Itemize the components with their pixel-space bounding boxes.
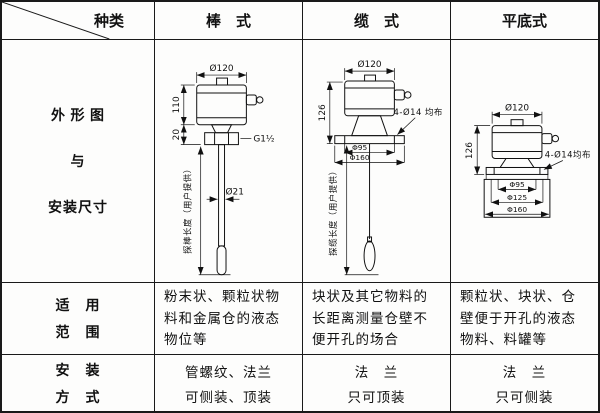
corner-cell: 种类 bbox=[2, 2, 155, 40]
rod-body-height-label: 110 bbox=[172, 96, 182, 113]
cable-flange-dia-label: Φ160 bbox=[350, 153, 370, 162]
installation-flat-line1: 法 兰 bbox=[502, 364, 547, 380]
installation-flat-cell: 法 兰 只可侧装 bbox=[451, 355, 598, 411]
cable-bolt-holes-label: 4-Ø14 均布 bbox=[394, 107, 443, 117]
flat-drawing-group: Ø120 126 4-Ø14均布 Φ95 Φ125 Φ160 bbox=[465, 103, 591, 218]
application-rod-cell: 粉末状、颗粒状物料和金属仓的液态物位等 bbox=[155, 283, 303, 355]
cable-sensor-outline bbox=[334, 74, 412, 272]
cable-probe-length-label: 探缆长度（用户提供） bbox=[328, 166, 338, 255]
cable-drawing-cell: Ø120 126 4-Ø14 均布 Φ95 Φ160 探缆长度（用户提供） bbox=[303, 40, 451, 283]
flat-dia160-label: Φ160 bbox=[507, 205, 527, 214]
application-label-line1: 适 用 bbox=[55, 299, 101, 314]
column-header-rod-label: 棒 式 bbox=[205, 14, 251, 30]
row-label-application: 适 用 范 围 bbox=[2, 283, 155, 355]
column-header-flat-label: 平底式 bbox=[501, 14, 547, 30]
application-flat-cell: 颗粒状、块状、仓壁便于开孔的液态物料、料罐等 bbox=[451, 283, 598, 355]
installation-cable-line1: 法 兰 bbox=[354, 364, 399, 380]
column-header-cable: 缆 式 bbox=[303, 2, 451, 40]
application-flat-text: 颗粒状、块状、仓壁便于开孔的液态物料、料罐等 bbox=[460, 288, 576, 348]
flat-dim-labels: Ø120 126 4-Ø14均布 Φ95 Φ125 Φ160 bbox=[465, 103, 591, 214]
application-rod-text: 粉末状、颗粒状物料和金属仓的液态物位等 bbox=[164, 288, 280, 348]
flat-body-height-label: 126 bbox=[465, 142, 475, 159]
rod-diameter-label: Ø21 bbox=[226, 186, 244, 197]
row-label-installation: 安 装 方 式 bbox=[2, 355, 155, 411]
row-label-outline: 外 形 图 与 安装尺寸 bbox=[2, 40, 155, 283]
flat-drawing-cell: Ø120 126 4-Ø14均布 Φ95 Φ125 Φ160 bbox=[451, 40, 598, 283]
application-label-line2: 范 围 bbox=[55, 326, 101, 341]
outline-label-line2: 与 bbox=[70, 155, 86, 170]
flat-dia125-label: Φ125 bbox=[507, 193, 527, 202]
application-cable-cell: 块状及其它物料的长距离测量仓壁不便开孔的场合 bbox=[303, 283, 451, 355]
installation-cable-cell: 法 兰 只可顶装 bbox=[303, 355, 451, 411]
flat-dimension-lines bbox=[474, 111, 563, 218]
cable-body-height-label: 126 bbox=[318, 104, 328, 121]
outline-label-line3: 安装尺寸 bbox=[48, 201, 108, 216]
rod-sensor-outline bbox=[196, 77, 264, 276]
flat-type-drawing: Ø120 126 4-Ø14均布 Φ95 Φ125 Φ160 bbox=[465, 103, 591, 218]
rod-nut-height-label: 20 bbox=[172, 129, 182, 141]
cable-dim-labels: Ø120 126 4-Ø14 均布 Φ95 Φ160 探缆长度（用户提供） bbox=[318, 59, 443, 256]
rod-type-drawing: Ø120 110 20 G1½ Ø21 探棒长度（用户提供） bbox=[172, 63, 275, 276]
rod-dia-top-label: Ø120 bbox=[210, 63, 234, 74]
installation-rod-line1: 管螺纹、法兰 bbox=[185, 364, 272, 380]
column-header-rod: 棒 式 bbox=[155, 2, 303, 40]
diagonal-divider-line bbox=[2, 2, 110, 39]
corner-label: 种类 bbox=[93, 14, 124, 30]
cable-dia-top-label: Ø120 bbox=[358, 59, 382, 70]
rod-dim-labels: Ø120 110 20 G1½ Ø21 探棒长度（用户提供） bbox=[172, 63, 275, 254]
flat-bolt-holes-label: 4-Ø14均布 bbox=[545, 150, 591, 160]
rod-thread-label: G1½ bbox=[253, 135, 275, 145]
cable-bolt-circle-label: Φ95 bbox=[352, 143, 368, 152]
flat-sensor-outline bbox=[483, 119, 560, 218]
cable-type-drawing: Ø120 126 4-Ø14 均布 Φ95 Φ160 探缆长度（用户提供） bbox=[318, 59, 443, 276]
application-cable-text: 块状及其它物料的长距离测量仓壁不便开孔的场合 bbox=[312, 288, 428, 348]
installation-label-line1: 安 装 bbox=[55, 363, 101, 379]
installation-label-line2: 方 式 bbox=[55, 390, 101, 406]
cable-dimension-lines bbox=[326, 68, 416, 276]
installation-rod-line2: 可侧装、顶装 bbox=[185, 389, 272, 405]
outline-label-line1: 外 形 图 bbox=[51, 109, 105, 124]
rod-dimension-lines bbox=[180, 72, 252, 276]
column-header-flat: 平底式 bbox=[451, 2, 598, 40]
rod-probe-length-label: 探棒长度（用户提供） bbox=[183, 165, 193, 254]
flat-dia95-label: Φ95 bbox=[509, 180, 525, 189]
installation-rod-cell: 管螺纹、法兰 可侧装、顶装 bbox=[155, 355, 303, 411]
installation-cable-line2: 只可顶装 bbox=[347, 389, 406, 405]
flat-dia-top-label: Ø120 bbox=[505, 103, 529, 114]
column-header-cable-label: 缆 式 bbox=[353, 14, 399, 30]
installation-flat-line2: 只可侧装 bbox=[495, 389, 554, 405]
rod-drawing-cell: Ø120 110 20 G1½ Ø21 探棒长度（用户提供） bbox=[155, 40, 303, 283]
